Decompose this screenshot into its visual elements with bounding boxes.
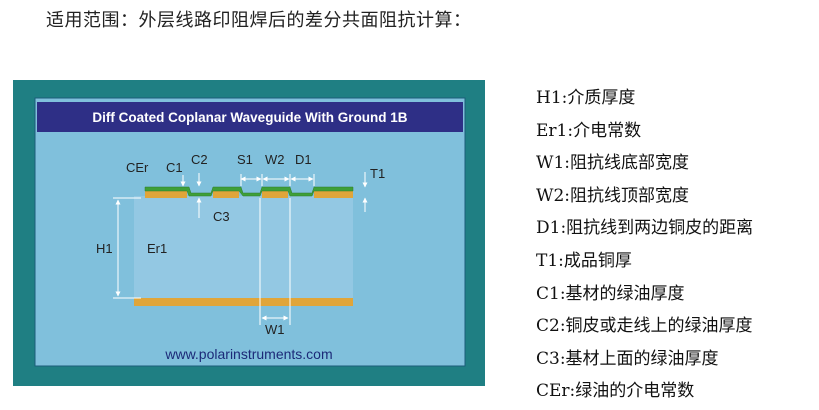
website-url: www.polarinstruments.com bbox=[164, 346, 332, 362]
label-s1: S1 bbox=[237, 152, 253, 167]
stackup-diagram: Diff Coated Coplanar Waveguide With Grou… bbox=[13, 80, 485, 386]
dielectric-layer bbox=[134, 196, 353, 304]
legend-item: W2:阻抗线顶部宽度 bbox=[536, 185, 690, 206]
legend-item: W1:阻抗线底部宽度 bbox=[536, 153, 690, 174]
legend-item: CEr:绿油的介电常数 bbox=[536, 381, 695, 402]
label-w2: W2 bbox=[265, 152, 285, 167]
trace-1 bbox=[213, 191, 239, 198]
right-copper-plane bbox=[314, 191, 353, 198]
legend-item: C2:铜皮或走线上的绿油厚度 bbox=[536, 316, 753, 337]
solder-mask bbox=[144, 186, 354, 197]
legend-item: C1:基材的绿油厚度 bbox=[536, 283, 685, 304]
label-d1: D1 bbox=[295, 152, 312, 167]
legend-item: C3:基材上面的绿油厚度 bbox=[536, 348, 719, 369]
title-bar bbox=[37, 102, 463, 132]
parameter-legend: H1:介质厚度 Er1:介电常数 W1:阻抗线底部宽度 W2:阻抗线顶部宽度 D… bbox=[536, 84, 753, 410]
legend-item: T1:成品铜厚 bbox=[536, 250, 632, 271]
ground-plane bbox=[134, 298, 353, 306]
trace-2 bbox=[262, 191, 288, 198]
legend-item: D1:阻抗线到两边铜皮的距离 bbox=[536, 218, 754, 239]
label-c1: C1 bbox=[166, 160, 183, 175]
page-heading: 适用范围：外层线路印阻焊后的差分共面阻抗计算： bbox=[46, 10, 472, 31]
label-h1: H1 bbox=[96, 241, 113, 256]
legend-item: H1:介质厚度 bbox=[536, 88, 636, 108]
label-cer: CEr bbox=[126, 160, 149, 175]
label-c2: C2 bbox=[191, 152, 208, 167]
diagram-title: Diff Coated Coplanar Waveguide With Grou… bbox=[92, 110, 407, 125]
label-c3: C3 bbox=[213, 209, 230, 224]
label-er1: Er1 bbox=[147, 241, 167, 256]
legend-item: Er1:介电常数 bbox=[536, 120, 642, 141]
label-w1: W1 bbox=[265, 322, 285, 337]
label-t1: T1 bbox=[370, 166, 385, 181]
left-copper-plane bbox=[145, 191, 187, 198]
